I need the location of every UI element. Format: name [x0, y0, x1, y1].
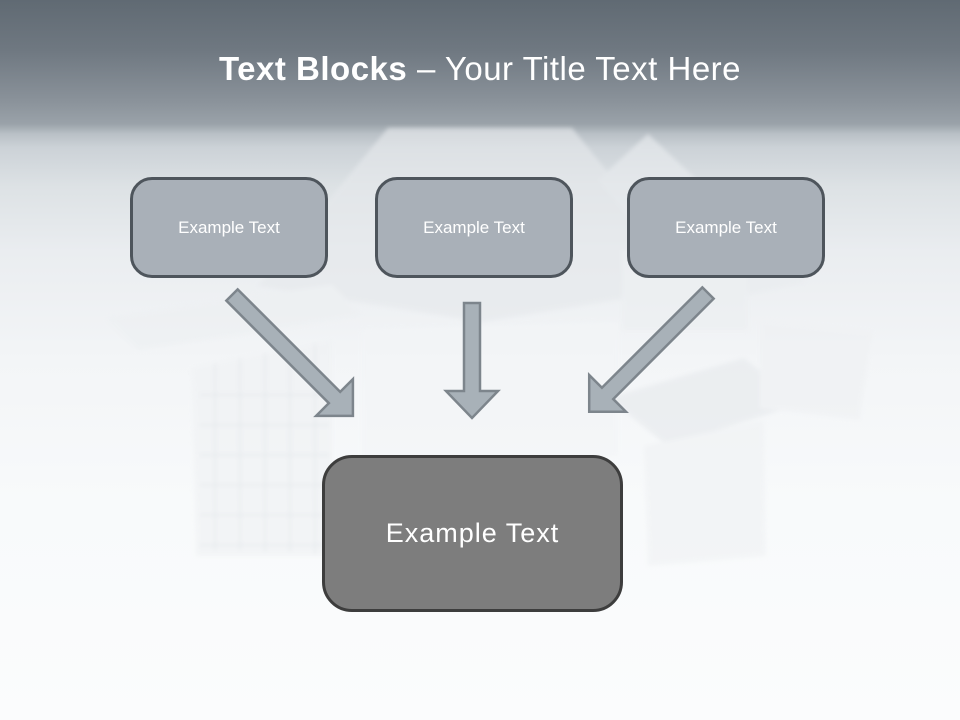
arrow-down-icon — [443, 301, 501, 420]
main-text-block[interactable]: Example Text — [322, 455, 623, 612]
text-block-2[interactable]: Example Text — [375, 177, 573, 278]
slide-title-bold: Text Blocks — [218, 50, 408, 87]
slide-title-rest: – Your Title Text Here — [416, 50, 742, 87]
arrow-down-left-icon — [587, 285, 716, 414]
text-block-1[interactable]: Example Text — [130, 177, 328, 278]
main-text-block-label: Example Text — [385, 518, 560, 548]
text-block-2-label: Example Text — [423, 217, 525, 237]
text-block-1-label: Example Text — [178, 217, 280, 237]
text-block-3[interactable]: Example Text — [627, 177, 825, 278]
arrow-down-right-icon — [224, 287, 355, 418]
text-block-3-label: Example Text — [675, 217, 777, 237]
slide-title: Text Blocks – Your Title Text Here — [0, 50, 960, 88]
